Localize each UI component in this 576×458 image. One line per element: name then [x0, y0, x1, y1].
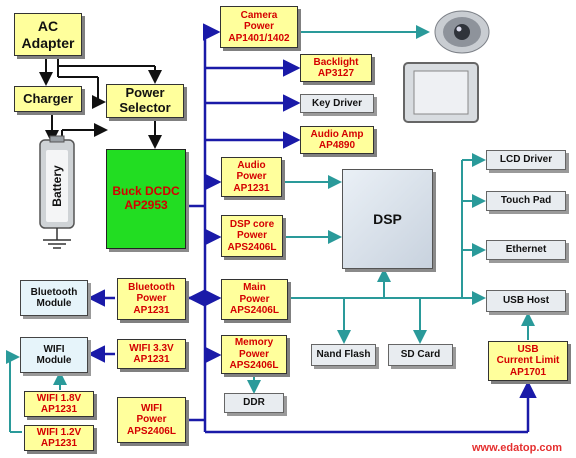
display-icon: [403, 62, 479, 123]
nand-flash-block: Nand Flash: [311, 344, 376, 366]
battery-label: Battery: [50, 165, 64, 207]
wifi-power-block: WIFI Power APS2406L: [117, 397, 186, 443]
lcd-driver-block: LCD Driver: [486, 150, 566, 170]
audio-power-block: Audio Power AP1231: [221, 157, 282, 197]
camera-power-block: Camera Power AP1401/1402: [220, 6, 298, 48]
usb-current-limit-block: USB Current Limit AP1701: [488, 341, 568, 381]
ac-adapter-block: AC Adapter: [14, 13, 82, 56]
audio-amp-block: Audio Amp AP4890: [300, 126, 374, 154]
watermark: www.edatop.com: [471, 442, 562, 454]
battery-icon: [39, 135, 75, 249]
buck-dcdc-block: Buck DCDC AP2953: [106, 149, 186, 249]
main-power-block: Main Power APS2406L: [221, 279, 288, 320]
bluetooth-module-block: Bluetooth Module: [20, 280, 88, 316]
charger-block: Charger: [14, 86, 82, 112]
wifi-33v-block: WIFI 3.3V AP1231: [117, 339, 186, 369]
sd-card-block: SD Card: [388, 344, 453, 366]
ddr-block: DDR: [224, 393, 284, 413]
wifi-18v-block: WIFI 1.8V AP1231: [24, 391, 94, 417]
dsp-block: DSP: [342, 169, 433, 269]
camera-icon: [434, 10, 490, 54]
usb-host-block: USB Host: [486, 290, 566, 312]
backlight-block: Backlight AP3127: [300, 54, 372, 82]
touch-pad-block: Touch Pad: [486, 191, 566, 211]
ethernet-block: Ethernet: [486, 240, 566, 260]
wifi-12v-block: WIFI 1.2V AP1231: [24, 425, 94, 451]
key-driver-block: Key Driver: [300, 94, 374, 113]
power-selector-block: Power Selector: [106, 84, 184, 118]
bluetooth-power-block: Bluetooth Power AP1231: [117, 278, 186, 320]
memory-power-block: Memory Power APS2406L: [221, 335, 287, 374]
dsp-core-power-block: DSP core Power APS2406L: [221, 215, 283, 257]
wifi-module-block: WIFI Module: [20, 337, 88, 373]
